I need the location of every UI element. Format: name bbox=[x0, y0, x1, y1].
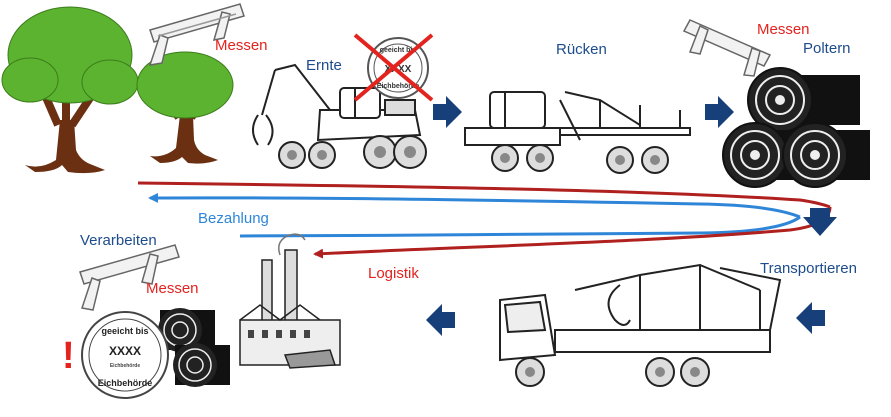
stamp-large-top: geeicht bis bbox=[101, 326, 148, 336]
log-pile-icon bbox=[722, 67, 870, 188]
arrow-right-icon bbox=[705, 96, 734, 128]
label-messen-3: Messen bbox=[146, 280, 199, 297]
cross-line bbox=[353, 33, 434, 102]
caliper-icon bbox=[79, 244, 180, 311]
label-ernte: Ernte bbox=[306, 57, 342, 74]
tree-large-icon bbox=[1, 6, 139, 174]
arrow-left-icon bbox=[426, 304, 455, 336]
label-verarbeiten: Verarbeiten bbox=[80, 232, 157, 249]
label-logistik: Logistik bbox=[368, 265, 419, 282]
label-messen-1: Messen bbox=[215, 37, 268, 54]
payment-flow-return bbox=[239, 215, 801, 238]
forwarder-icon bbox=[464, 91, 691, 174]
stamp-large-small: Eichbehörde bbox=[110, 363, 141, 369]
stamp-small-bottom: Eichbehörde bbox=[377, 83, 420, 90]
tree-small-icon bbox=[136, 51, 234, 164]
caliper-icon bbox=[682, 19, 772, 77]
label-transportieren: Transportieren bbox=[760, 260, 857, 277]
harvester-icon bbox=[252, 63, 427, 169]
label-ruecken: Rücken bbox=[556, 41, 607, 58]
payment-flow-arrow bbox=[148, 192, 801, 219]
caliper-icon bbox=[148, 3, 245, 66]
verified-stamp-icon: geeicht bis XXXX Eichbehörde Eichbehörde bbox=[81, 311, 169, 399]
factory-icon bbox=[239, 233, 341, 369]
logistics-flow-top bbox=[137, 181, 831, 209]
label-messen-2: Messen bbox=[757, 21, 810, 38]
log-pile-icon bbox=[158, 308, 230, 387]
stamp-large-middle: XXXX bbox=[109, 344, 141, 358]
exclamation-mark: ! bbox=[62, 335, 75, 377]
log-truck-icon bbox=[499, 263, 782, 387]
arrow-left-icon bbox=[796, 302, 825, 334]
arrow-down-icon bbox=[803, 208, 837, 236]
crossed-stamp-icon: geeicht bis XXXX Eichbehörde bbox=[353, 33, 434, 102]
label-bezahlung: Bezahlung bbox=[198, 210, 269, 227]
stamp-small-top: geeicht bis bbox=[380, 47, 417, 54]
label-poltern: Poltern bbox=[803, 40, 851, 57]
arrow-right-icon bbox=[433, 96, 462, 128]
stamp-large-bottom: Eichbehörde bbox=[98, 378, 153, 388]
